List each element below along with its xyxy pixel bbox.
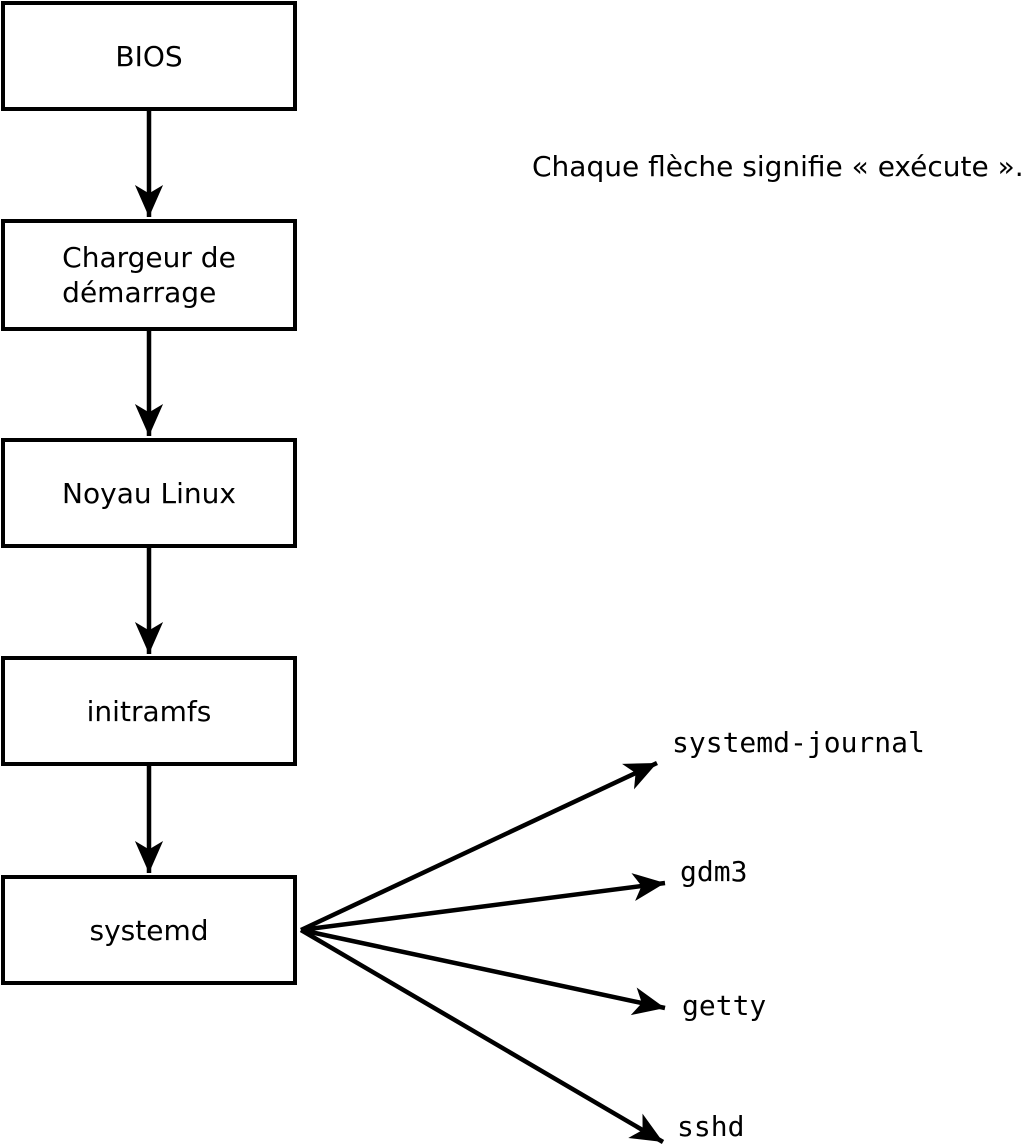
box-systemd-label: systemd [89, 913, 209, 947]
arrow-systemd-to-getty [300, 927, 666, 1016]
box-systemd: systemd [1, 875, 297, 985]
process-label-systemd-journal: systemd-journal [672, 726, 925, 759]
box-bios-label: BIOS [115, 39, 183, 73]
diagram-caption: Chaque flèche signifie « exécute ». [532, 150, 1024, 183]
box-initramfs-label: initramfs [86, 694, 212, 728]
arrow-systemd-to-sshd [299, 928, 665, 1144]
process-label-getty: getty [682, 989, 767, 1022]
process-label-gdm3: gdm3 [680, 855, 748, 888]
arrow-systemd-to-systemd-journal [300, 760, 658, 933]
box-initramfs: initramfs [1, 656, 297, 766]
box-kernel-label: Noyau Linux [62, 476, 236, 510]
box-bootloader-label: Chargeur de démarrage [62, 241, 236, 309]
process-label-sshd: sshd [677, 1110, 745, 1143]
arrow-systemd-to-gdm3 [300, 873, 666, 933]
box-bios: BIOS [1, 1, 297, 111]
box-kernel: Noyau Linux [1, 438, 297, 548]
box-bootloader: Chargeur de démarrage [1, 219, 297, 331]
